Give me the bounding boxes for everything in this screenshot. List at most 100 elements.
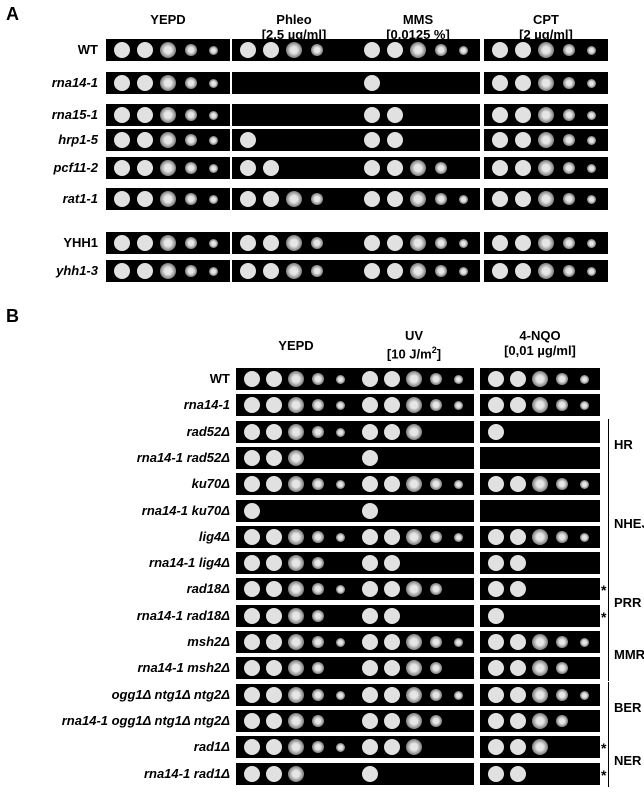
group-bracket [608,419,609,471]
strain-label: rad52Δ [186,424,230,439]
colony-spot [240,132,257,148]
plate-strip [356,157,480,179]
strain-label: rna14-1 ogg1Δ ntg1Δ ntg2Δ [61,713,230,728]
plate-strip [236,368,356,390]
colony-spot [459,194,469,204]
plate-strip [232,232,356,254]
colony-spot [288,687,304,703]
plate-strip [232,157,356,179]
plate-strip [484,129,608,151]
colony-spot [510,529,526,545]
colony-spot [406,660,422,676]
plate-strip [236,552,356,574]
group-bracket [608,682,609,734]
colony-spot [114,191,131,207]
plate-strip [356,39,480,61]
colony-spot [556,715,568,727]
plate-strip [232,188,356,210]
colony-spot [184,265,197,277]
colony-spot [556,531,568,543]
plate-strip [354,657,474,679]
colony-spot [312,741,324,753]
colony-spot [244,687,260,703]
plate-strip [354,368,474,390]
colony-spot [434,44,447,56]
header-line1: UV [404,328,424,343]
colony-spot [406,634,422,650]
colony-spot [538,160,554,176]
colony-spot [288,634,304,650]
colony-spot [515,263,532,279]
colony-spot [312,373,324,385]
colony-spot [579,637,589,647]
colony-spot [459,45,469,55]
plate-strip [236,421,356,443]
strain-label: rna15-1 [51,107,98,122]
plate-strip [356,104,480,126]
strain-label: rna14-1 rad52Δ [136,450,230,465]
colony-spot [364,235,381,251]
colony-spot [488,608,504,624]
colony-spot [430,399,442,411]
plate-strip [354,736,474,758]
colony-spot [488,371,504,387]
colony-spot [387,42,404,58]
colony-spot [430,478,442,490]
colony-spot [160,263,176,279]
significance-asterisk: * [601,740,607,756]
strain-label: YHH1 [63,235,98,250]
plate-strip [106,72,230,94]
colony-spot [244,424,260,440]
colony-spot [410,235,426,251]
colony-spot [364,160,381,176]
colony-spot [587,135,597,145]
colony-spot [492,75,509,91]
strain-label: rna14-1 lig4Δ [149,555,230,570]
group-label: MMR [614,647,644,662]
significance-asterisk: * [601,609,607,625]
plate-strip [232,104,356,126]
significance-asterisk: * [601,582,607,598]
plate-strip [480,578,600,600]
colony-spot [538,263,554,279]
colony-spot [364,107,381,123]
colony-spot [515,235,532,251]
colony-spot [492,160,509,176]
colony-spot [209,238,219,248]
colony-spot [263,263,280,279]
colony-spot [430,662,442,674]
strain-label: hrp1-5 [58,132,98,147]
colony-spot [538,132,554,148]
plate-strip [480,763,600,785]
colony-spot [288,581,304,597]
plate-strip [484,39,608,61]
plate-strip [484,232,608,254]
colony-spot [532,634,548,650]
colony-spot [384,529,400,545]
group-bracket [608,734,609,787]
colony-spot [384,476,400,492]
header-line2: [2,5 µg/ml] [261,27,327,42]
plate-strip [354,578,474,600]
strain-label: WT [209,371,230,386]
colony-spot [288,476,304,492]
colony-spot [556,373,568,385]
colony-spot [562,265,575,277]
colony-spot [453,690,463,700]
colony-spot [515,191,532,207]
colony-spot [209,135,219,145]
colony-spot [406,397,422,413]
header-line2-start: [10 J/m [386,346,432,362]
colony-spot [266,555,282,571]
plate-strip [480,684,600,706]
strain-label: rna14-1 msh2Δ [137,660,230,675]
colony-spot [288,739,304,755]
colony-spot [556,662,568,674]
colony-spot [244,660,260,676]
colony-spot [364,42,381,58]
panel-a-header: MMS[0,0125 %] [356,12,480,42]
colony-spot [587,266,597,276]
plate-strip [106,260,230,282]
colony-spot [244,450,260,466]
colony-spot [244,739,260,755]
